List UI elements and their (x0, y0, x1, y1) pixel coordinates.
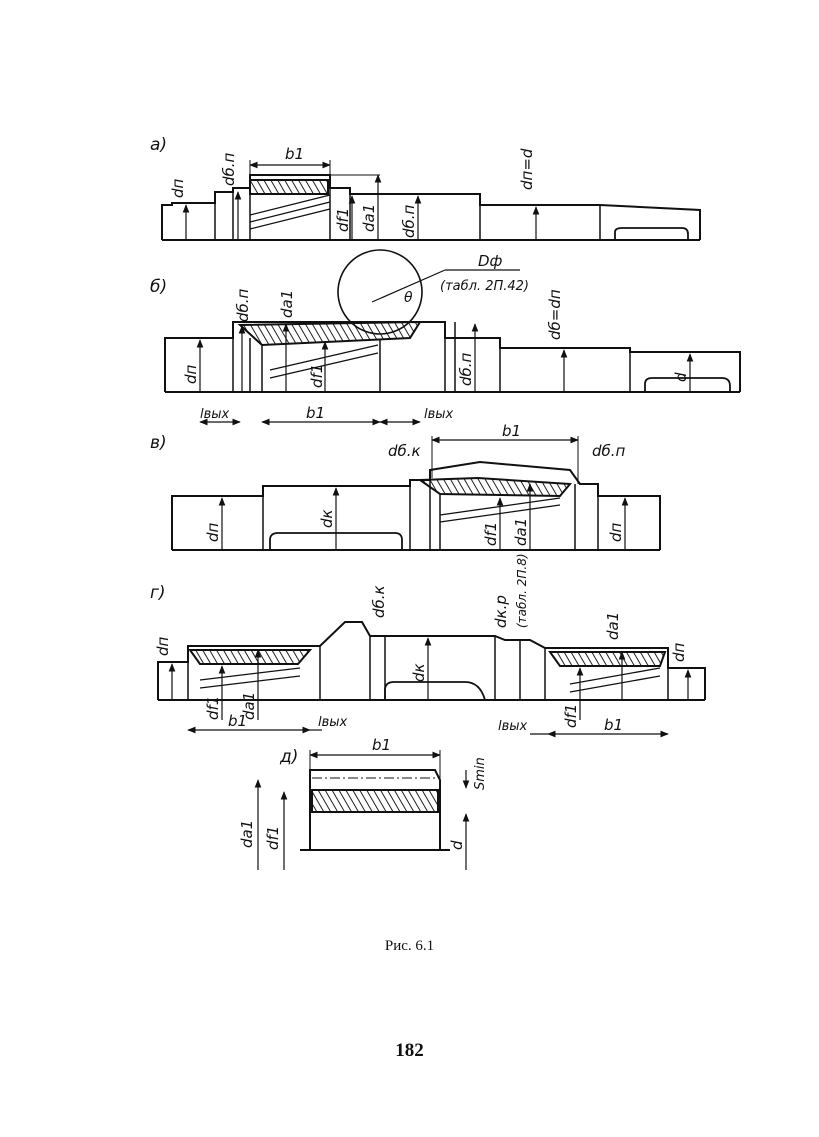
label-dp-right: dп (607, 522, 625, 542)
label-dbp: dб.п (220, 152, 238, 186)
label-df1-right: df1 (562, 704, 580, 728)
panel-g-label: г) (150, 583, 166, 603)
label-d: d (672, 372, 690, 382)
panel-a-label: а) (150, 135, 167, 155)
label-b1: b1 (502, 422, 521, 440)
label-df1: df1 (308, 364, 326, 388)
panel-b-label: б) (150, 277, 167, 297)
label-da1-right: da1 (604, 612, 622, 640)
panel-v-label: в) (150, 433, 167, 453)
label-b1: b1 (372, 736, 391, 754)
label-lvyh-right: lвых (424, 407, 454, 422)
gear-teeth-hatch (250, 180, 328, 194)
panel-a: а) (150, 135, 700, 240)
label-dp-left: dп (154, 636, 172, 656)
label-smin: Smin (473, 757, 488, 790)
label-Df: Dф (478, 252, 503, 270)
label-b1-right: b1 (604, 716, 623, 734)
label-dbp2: dб.п (400, 204, 418, 238)
label-lvyh-right: lвых (498, 719, 528, 734)
gear-teeth-hatch (312, 790, 438, 812)
label-dbk: dб.к (388, 442, 421, 460)
keyway (615, 228, 688, 240)
label-da1: da1 (278, 290, 296, 318)
panel-b: б) (150, 250, 740, 422)
label-lvyh-left: lвых (318, 715, 348, 730)
label-table: (табл. 2П.8) (515, 553, 529, 628)
label-df1: df1 (482, 522, 500, 546)
label-dp-left: dп (204, 522, 222, 542)
shaft-outline (162, 175, 700, 240)
label-dp: dп (182, 364, 200, 384)
label-dk: dк (318, 509, 336, 528)
label-dbp: dб.п (592, 442, 626, 460)
label-df1: df1 (334, 208, 352, 232)
panel-g-text: dп dб.к dк.р (табл. 2П.8) da1 dп df1 b1 … (154, 553, 688, 734)
label-theta: θ (404, 290, 413, 306)
gear-teeth-hatch (240, 322, 420, 345)
gear-teeth-hatch (550, 652, 665, 666)
label-da1: da1 (512, 518, 530, 546)
shaft-outline (172, 462, 660, 550)
panel-d-label: д) (279, 747, 298, 767)
label-b1: b1 (306, 404, 325, 422)
label-dbp2: dб.п (457, 352, 475, 386)
label-dk: dк (410, 663, 428, 682)
panel-d: д) (258, 747, 466, 870)
label-b1: b1 (285, 145, 304, 163)
figure-caption: Рис. 6.1 (0, 938, 819, 955)
gear-teeth-hatch (420, 478, 570, 496)
label-da1: da1 (238, 820, 256, 848)
label-da1: da1 (360, 204, 378, 232)
label-da1-left: da1 (240, 692, 258, 720)
label-df1-left: df1 (204, 696, 222, 720)
label-dbdp: dб=dп (546, 289, 564, 340)
keyway (385, 682, 485, 700)
label-dpd: dп=d (518, 148, 536, 190)
label-dp: dп (169, 178, 187, 198)
page-number: 182 (0, 1040, 819, 1062)
gear-teeth-hatch (190, 650, 310, 664)
label-dp-right: dп (670, 642, 688, 662)
label-dbp: dб.п (234, 288, 252, 322)
label-d: d (448, 840, 466, 850)
label-df1: df1 (264, 826, 282, 850)
label-table: (табл. 2П.42) (440, 279, 529, 294)
label-dbk: dб.к (370, 585, 388, 618)
label-dkp: dк.р (492, 595, 510, 628)
helix-lines (250, 195, 330, 229)
helix-lines (200, 668, 660, 692)
label-lvyh-left: lвых (200, 407, 230, 422)
